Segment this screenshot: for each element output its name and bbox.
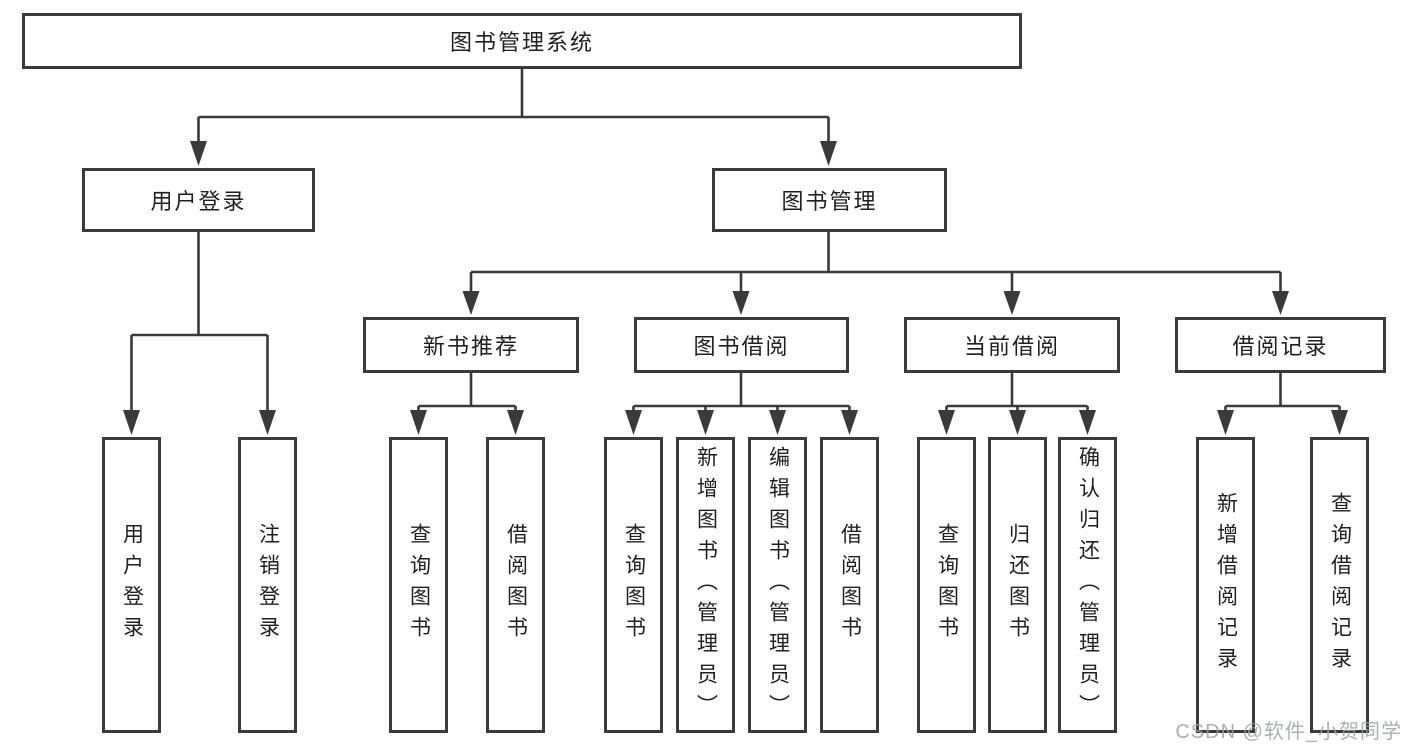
node-user-login: 用户登录 (82, 168, 315, 232)
leaf-add-book-admin: 新增图书（管理员） (676, 437, 735, 733)
node-current-borrow: 当前借阅 (904, 317, 1120, 373)
arrowheads (123, 141, 1348, 435)
leaf-logout-label: 注销登录 (256, 523, 280, 647)
leaf-query-books-current: 查询图书 (917, 437, 976, 733)
leaf-user-login: 用户登录 (102, 437, 161, 733)
leaf-user-login-label: 用户登录 (120, 523, 144, 647)
leaf-borrow-books-borrow: 借阅图书 (820, 437, 879, 733)
leaf-borrow-books-recommend: 借阅图书 (486, 437, 545, 733)
leaf-query-books-borrow-label: 查询图书 (622, 523, 646, 647)
leaf-query-borrow-record: 查询借阅记录 (1310, 437, 1369, 733)
leaf-confirm-return-admin-label: 确认归还（管理员） (1076, 445, 1100, 725)
node-new-book-recommend-label: 新书推荐 (422, 334, 519, 359)
node-book-management-label: 图书管理 (781, 189, 878, 214)
node-new-book-recommend: 新书推荐 (363, 317, 579, 373)
leaf-return-books: 归还图书 (988, 437, 1047, 733)
leaf-query-books-borrow: 查询图书 (604, 437, 663, 733)
leaf-edit-book-admin-label: 编辑图书（管理员） (766, 445, 790, 725)
leaf-query-books-recommend: 查询图书 (389, 437, 448, 733)
leaf-add-book-admin-label: 新增图书（管理员） (694, 445, 718, 725)
leaf-borrow-books-recommend-label: 借阅图书 (504, 523, 528, 647)
node-book-borrow: 图书借阅 (634, 317, 849, 373)
leaf-query-borrow-record-label: 查询借阅记录 (1328, 492, 1352, 678)
leaf-return-books-label: 归还图书 (1006, 523, 1030, 647)
node-borrow-records-label: 借阅记录 (1232, 334, 1329, 359)
node-library-system: 图书管理系统 (22, 13, 1022, 69)
node-current-borrow-label: 当前借阅 (963, 334, 1060, 359)
leaf-edit-book-admin: 编辑图书（管理员） (748, 437, 807, 733)
leaf-add-borrow-record: 新增借阅记录 (1196, 437, 1255, 733)
node-borrow-records: 借阅记录 (1175, 317, 1386, 373)
leaf-query-books-current-label: 查询图书 (935, 523, 959, 647)
leaf-borrow-books-borrow-label: 借阅图书 (838, 523, 862, 647)
node-library-system-label: 图书管理系统 (449, 30, 594, 55)
leaf-query-books-recommend-label: 查询图书 (407, 523, 431, 647)
node-book-borrow-label: 图书借阅 (693, 334, 790, 359)
leaf-confirm-return-admin: 确认归还（管理员） (1058, 437, 1117, 733)
node-book-management: 图书管理 (712, 168, 947, 232)
leaf-add-borrow-record-label: 新增借阅记录 (1214, 492, 1238, 678)
csdn-watermark: CSDN @软件_小贺同学 (1175, 721, 1402, 743)
leaf-logout: 注销登录 (238, 437, 297, 733)
node-user-login-label: 用户登录 (150, 189, 247, 214)
